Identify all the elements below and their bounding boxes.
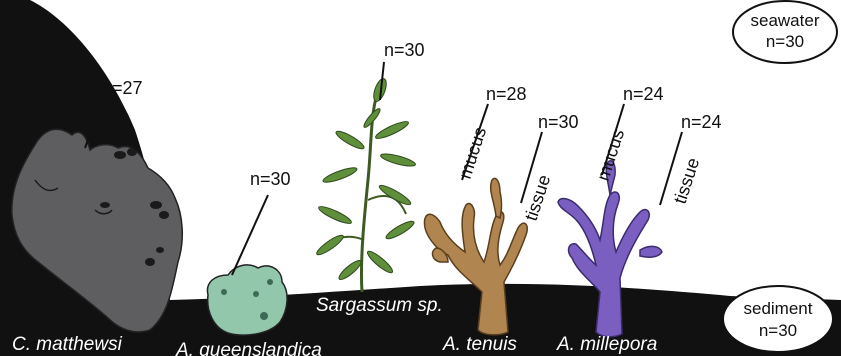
seawater-badge: seawater n=30 — [733, 1, 837, 63]
c-matthewsi-species-label: C. matthewsi — [12, 334, 123, 355]
sargassum-alga — [315, 77, 417, 292]
a-queenslandica-n-label: n=30 — [250, 169, 291, 189]
sargassum-n-label: n=30 — [384, 40, 425, 60]
sargassum-species-label: Sargassum sp. — [316, 295, 443, 316]
a-millepora-tissue-n-label: n=24 — [681, 112, 722, 132]
a-tenuis-species-label: A. tenuis — [442, 334, 517, 355]
seawater-n-label: n=30 — [766, 32, 804, 51]
a-tenuis-mucus-n-label: n=28 — [486, 84, 527, 104]
a-queenslandica-species-label: A. queenslandica — [175, 340, 322, 356]
a-millepora-mucus-n-label: n=24 — [623, 84, 664, 104]
sediment-n-label: n=30 — [759, 321, 797, 340]
a-millepora-tissue-label: tissue — [670, 155, 704, 206]
sediment-label: sediment — [744, 299, 813, 318]
a-millepora-mucus-label: mucus — [593, 127, 628, 184]
a-tenuis-mucus-label: mucus — [455, 125, 490, 182]
seawater-label: seawater — [751, 11, 820, 30]
a-queenslandica-pointer — [232, 195, 268, 275]
sediment-badge: sediment n=30 — [723, 286, 833, 352]
a-millepora-species-label: A. millepora — [556, 334, 657, 355]
a-tenuis-tissue-n-label: n=30 — [538, 112, 579, 132]
a-tenuis-tissue-label: tissue — [521, 172, 555, 223]
a-queenslandica-sponge — [207, 265, 287, 335]
c-matthewsi-n-label: n=27 — [102, 78, 143, 98]
